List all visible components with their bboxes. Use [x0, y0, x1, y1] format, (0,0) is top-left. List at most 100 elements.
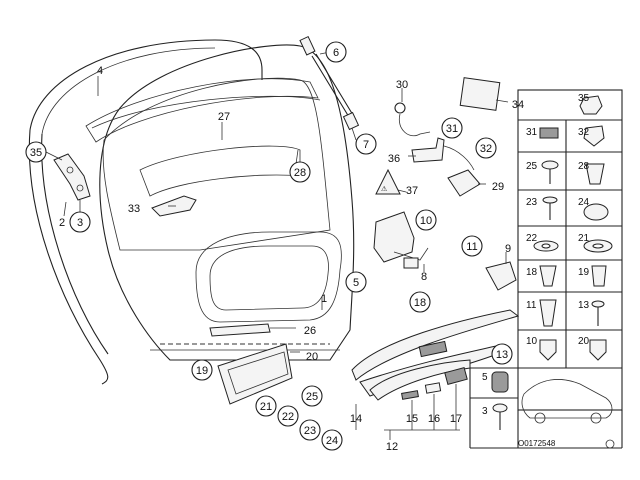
callout-label: 35 — [30, 147, 42, 159]
grid-label: 3 — [482, 406, 488, 417]
callout-label: 21 — [260, 401, 272, 413]
lock-actuator — [373, 211, 415, 263]
callout-circle — [191, 359, 213, 381]
callout-label: 32 — [480, 143, 492, 155]
grid-label: 32 — [578, 127, 590, 138]
callout-circle — [441, 117, 463, 139]
part-label: 37 — [406, 185, 418, 197]
callout-circle — [325, 41, 347, 63]
callout-label: 22 — [282, 411, 294, 423]
callout-label: 10 — [420, 215, 432, 227]
callout-circle — [289, 161, 311, 183]
hinge — [53, 153, 91, 201]
pad-16 — [424, 382, 442, 394]
grid-label: 18 — [526, 267, 538, 278]
grid-label: 22 — [526, 233, 538, 244]
callout-circle — [461, 235, 483, 257]
callout-circle — [277, 405, 299, 427]
callout-label: 7 — [363, 139, 369, 151]
lower-trim-strip — [209, 323, 271, 337]
callout-circle — [491, 343, 513, 365]
callout-label: 24 — [326, 435, 338, 447]
part-label: 27 — [218, 111, 230, 123]
part-label: 16 — [428, 413, 440, 425]
callout-circle — [255, 395, 277, 417]
gas-strut-upper — [299, 35, 316, 56]
inner-panel — [139, 145, 301, 197]
callout-circle — [69, 211, 91, 233]
callout-label: 3 — [77, 217, 83, 229]
callout-circle — [301, 385, 323, 407]
grid-label: 20 — [578, 336, 590, 347]
label-layer: 6353287313210115181921222324251343034273… — [25, 41, 590, 453]
pad-15 — [401, 390, 419, 400]
callout-label: 18 — [414, 297, 426, 309]
latch-striker — [485, 261, 517, 291]
pad-17 — [444, 367, 468, 385]
part-label: 12 — [386, 441, 398, 453]
svg-text:⚠: ⚠ — [381, 185, 387, 193]
callout-circle — [415, 209, 437, 231]
lower-grip — [369, 359, 471, 401]
grid-label: 35 — [578, 93, 590, 104]
callout-label: 13 — [496, 349, 508, 361]
part-label: 36 — [388, 153, 400, 165]
part-label: 20 — [306, 351, 318, 363]
diagram-code: O0172548 — [518, 439, 556, 448]
grid-label: 21 — [578, 233, 590, 244]
upper-trim — [85, 78, 319, 143]
tailgate-body — [99, 44, 355, 361]
switch-13-body — [418, 340, 448, 358]
callout-label: 5 — [353, 277, 359, 289]
callout-circle — [409, 291, 431, 313]
part-label: 4 — [97, 65, 103, 77]
bracket-36 — [411, 137, 445, 163]
callout-label: 31 — [446, 123, 458, 135]
part-label: 34 — [512, 99, 524, 111]
sensor-29 — [447, 169, 481, 197]
fastener-parts — [491, 95, 613, 430]
grid-label: 28 — [578, 161, 590, 172]
tailgate-seal — [28, 39, 263, 385]
callout-circle — [475, 137, 497, 159]
car-sketch — [521, 379, 613, 419]
callout-label: 23 — [304, 425, 316, 437]
part-label: 15 — [406, 413, 418, 425]
licence-recess — [195, 231, 342, 323]
leader-lines — [45, 51, 509, 440]
callout-label: 6 — [333, 47, 339, 59]
part-label: 2 — [59, 217, 65, 229]
callout-circle — [25, 141, 47, 163]
part-label: 30 — [396, 79, 408, 91]
licence-plate-bracket — [217, 343, 293, 405]
grid-label: 31 — [526, 127, 538, 138]
callout-label: 19 — [196, 365, 208, 377]
part-label: 8 — [421, 271, 427, 283]
part-label: 14 — [350, 413, 362, 425]
callout-circle — [345, 271, 367, 293]
callout-label: 28 — [294, 167, 306, 179]
grid-label: 25 — [526, 161, 538, 172]
gas-strut-rod — [311, 55, 353, 123]
callout-circle — [299, 419, 321, 441]
part-label: 33 — [128, 203, 140, 215]
grid-label: 10 — [526, 336, 538, 347]
grid-label: 11 — [526, 300, 537, 311]
fastener-grid — [469, 89, 623, 449]
grid-label: 13 — [578, 300, 590, 311]
warning-label — [375, 168, 401, 195]
part-label: 26 — [304, 325, 316, 337]
adhesive-pad — [459, 77, 501, 111]
part-label: 29 — [492, 181, 504, 193]
part-label: 1 — [321, 293, 327, 305]
part-label: 17 — [450, 413, 462, 425]
grid-label: 5 — [482, 372, 488, 383]
grid-label: 24 — [578, 197, 590, 208]
callout-label: 11 — [466, 241, 477, 253]
window-glass — [102, 77, 331, 251]
part-label: 9 — [505, 243, 511, 255]
grid-label: 19 — [578, 267, 590, 278]
callout-label: 25 — [306, 391, 318, 403]
callout-circle — [321, 429, 343, 451]
callout-circle — [355, 133, 377, 155]
